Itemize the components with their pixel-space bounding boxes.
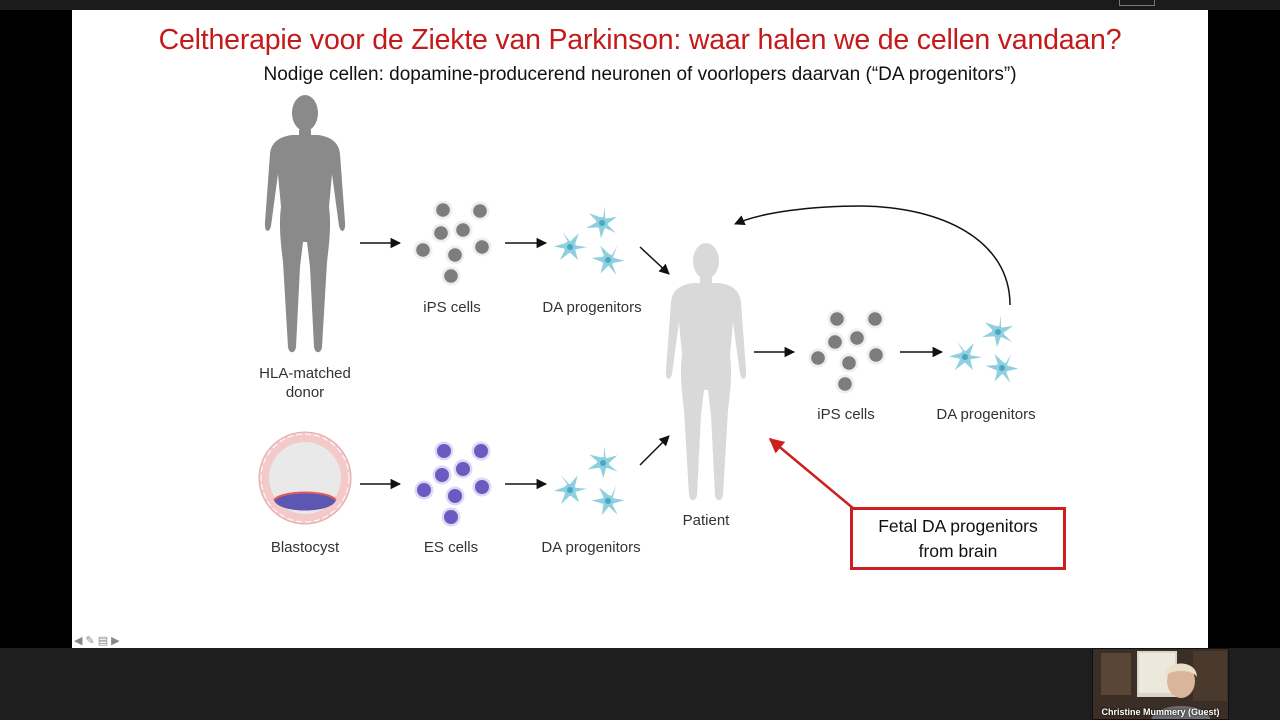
arrow-da-top-to-patient xyxy=(639,246,670,275)
top-bar xyxy=(0,0,1280,10)
ips-cells-top xyxy=(413,200,492,286)
arrow-right-icon[interactable]: ▶ xyxy=(111,635,120,647)
da-top-label: DA progenitors xyxy=(542,299,641,316)
arrow-da-bottom-to-patient xyxy=(639,435,670,466)
arrow-left-icon[interactable]: ◀ xyxy=(74,635,83,647)
da-progenitors-bottom xyxy=(549,443,631,523)
window-control[interactable] xyxy=(1119,0,1155,6)
donor-silhouette xyxy=(264,95,346,353)
da-right-label: DA progenitors xyxy=(936,406,1035,423)
patient-silhouette xyxy=(665,243,747,501)
participant-name: Christine Mummery (Guest) xyxy=(1101,707,1220,717)
fetal-progenitors-box: Fetal DA progenitors from brain xyxy=(850,507,1066,570)
pen-icon[interactable]: ✎ xyxy=(85,635,95,647)
ips-top-label: iPS cells xyxy=(423,299,481,316)
donor-label-line1: HLA-matched xyxy=(259,365,351,382)
participant-video-tile[interactable]: Christine Mummery (Guest) xyxy=(1092,648,1229,720)
arrow-fetal-to-patient xyxy=(768,438,855,510)
slide-subtitle: Nodige cellen: dopamine-producerend neur… xyxy=(263,64,1017,85)
bottom-bar xyxy=(0,648,1280,720)
es-label: ES cells xyxy=(424,539,478,556)
patient-label: Patient xyxy=(683,512,731,529)
da-progenitors-top xyxy=(550,202,632,282)
menu-icon[interactable]: ▤ xyxy=(97,635,109,647)
arrow-return-to-patient xyxy=(734,205,1011,306)
slide-controls: ◀ ✎ ▤ ▶ xyxy=(74,634,120,647)
blastocyst xyxy=(258,431,352,525)
fetal-box-line1: Fetal DA progenitors xyxy=(878,515,1038,536)
ips-cells-right xyxy=(808,309,886,394)
es-cells xyxy=(414,441,492,527)
fetal-box-line2: from brain xyxy=(918,540,998,561)
slide: Celtherapie voor de Ziekte van Parkinson… xyxy=(72,10,1208,648)
da-bottom-label: DA progenitors xyxy=(541,539,640,556)
blastocyst-label: Blastocyst xyxy=(271,539,340,556)
da-progenitors-right xyxy=(945,311,1026,390)
participant-video xyxy=(1093,649,1228,719)
slide-title: Celtherapie voor de Ziekte van Parkinson… xyxy=(158,24,1122,56)
donor-label-line2: donor xyxy=(286,384,324,401)
diagram: HLA-matched donor iPS cells DA progenito… xyxy=(258,95,1036,556)
ips-right-label: iPS cells xyxy=(817,406,875,423)
